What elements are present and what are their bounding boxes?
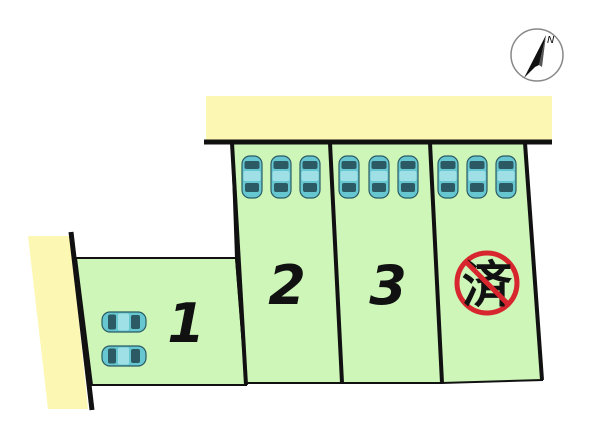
compass-needle-shade — [539, 35, 546, 67]
lot-4-car-1 — [437, 155, 459, 199]
compass-north-label: N — [547, 35, 555, 46]
lot-3-car-3 — [397, 155, 419, 199]
lot-divider-2-3 — [328, 142, 344, 384]
lot-3-label: 3 — [369, 254, 407, 317]
lot-2-car-2 — [270, 155, 292, 199]
road-west — [28, 236, 88, 409]
lot-1-car-2 — [101, 345, 147, 367]
lot-1-label: 1 — [167, 292, 205, 355]
sold-mark-slash — [464, 260, 510, 306]
lot-3-car-1 — [338, 155, 360, 199]
compass-needle-icon — [524, 35, 546, 78]
lot-east-boundary — [523, 142, 544, 381]
road-north — [206, 96, 552, 140]
lot-2-label: 2 — [268, 254, 306, 317]
lot-2-car-3 — [299, 155, 321, 199]
lot-3-car-2 — [368, 155, 390, 199]
lot-4-car-2 — [466, 155, 488, 199]
lot-4-car-3 — [495, 155, 517, 199]
lot-divider-3-4 — [428, 142, 444, 384]
lot-1-car-1 — [101, 311, 147, 333]
lot-divider-1-2 — [230, 142, 248, 386]
sold-mark: 済 — [454, 250, 520, 316]
west-boundary-line — [68, 231, 95, 411]
compass: N — [510, 28, 564, 82]
sold-mark-circle — [454, 250, 520, 316]
lot-2-car-1 — [241, 155, 263, 199]
